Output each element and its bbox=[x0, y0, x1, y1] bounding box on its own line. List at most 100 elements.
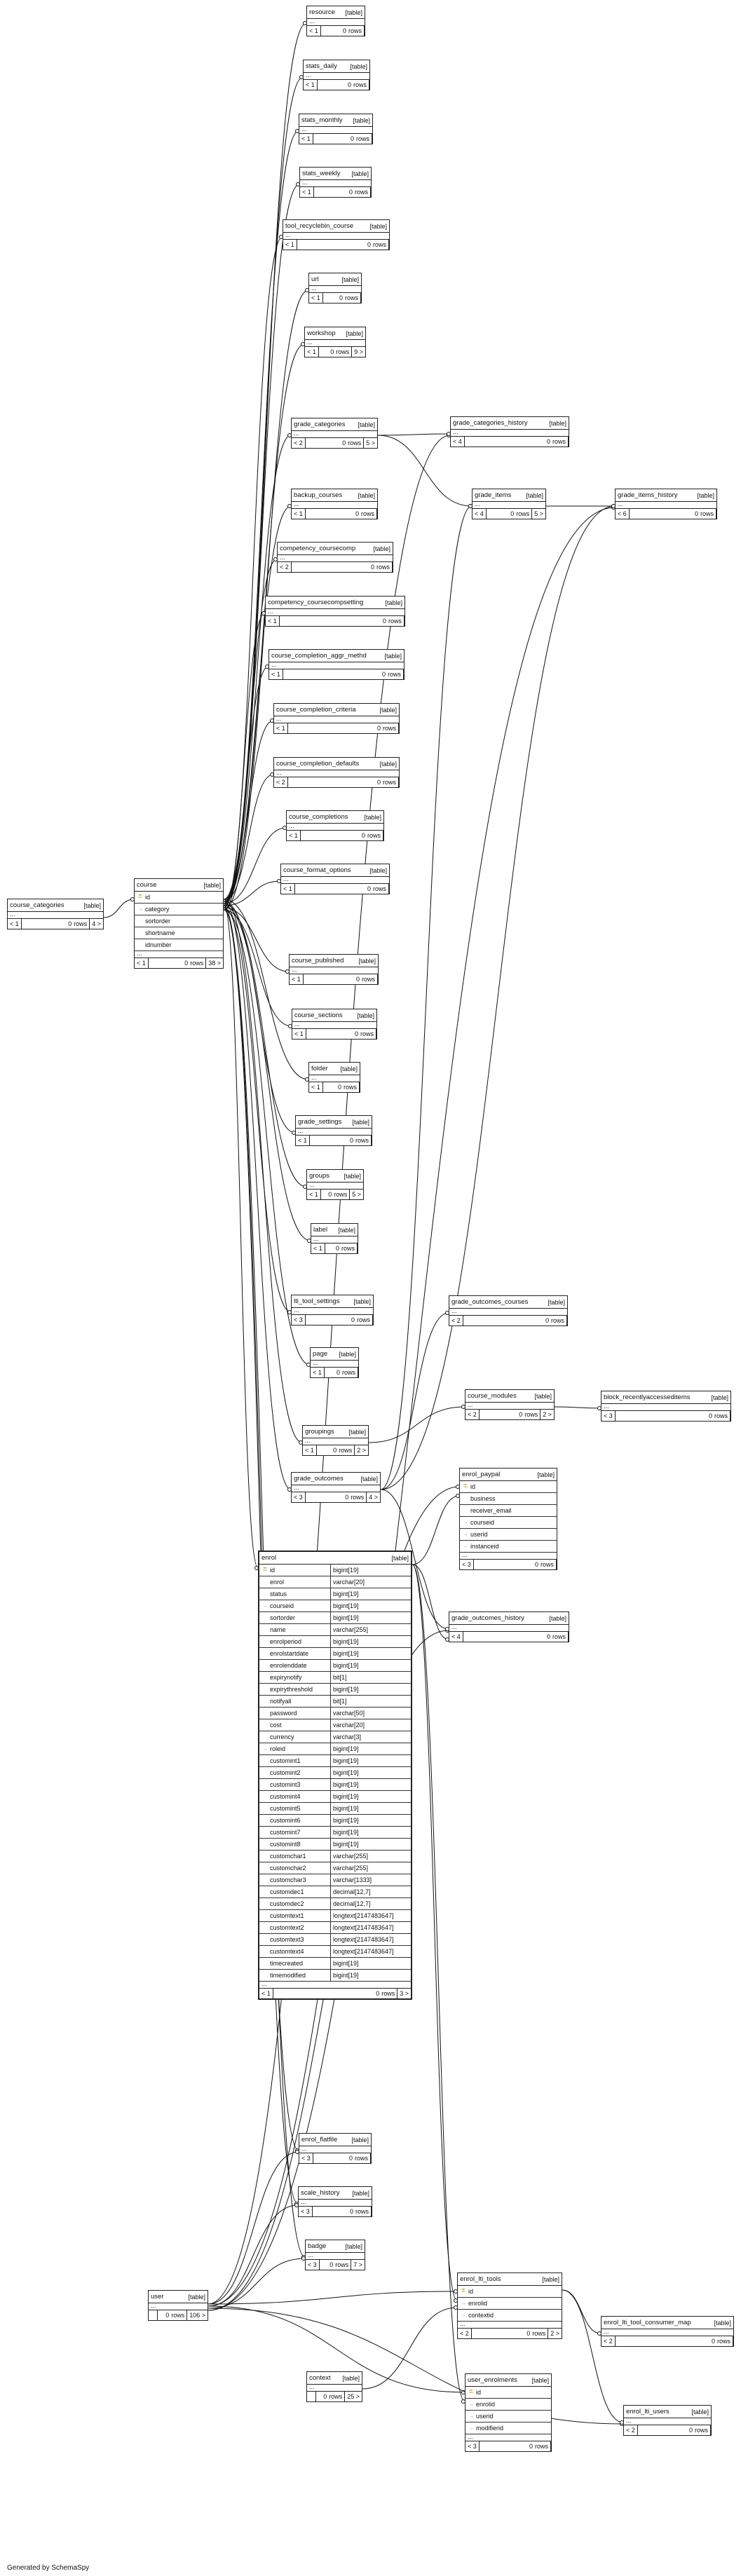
parent-count-link[interactable] bbox=[307, 2392, 316, 2401]
parent-count-link[interactable]: < 2 bbox=[458, 2329, 472, 2338]
parent-count-link[interactable]: < 1 bbox=[8, 919, 22, 929]
parent-count-link[interactable]: < 1 bbox=[299, 134, 313, 144]
parent-count-link[interactable]: < 3 bbox=[299, 2207, 313, 2216]
table-name[interactable]: course_completion_aggr_methd bbox=[271, 652, 367, 660]
table-field[interactable]: ⚿id bbox=[135, 892, 223, 904]
child-count-link[interactable]: 3 > bbox=[400, 1990, 409, 1997]
child-count-link[interactable]: 25 > bbox=[347, 2393, 360, 2400]
table-name[interactable]: course_completion_criteria bbox=[276, 706, 356, 714]
table-name[interactable]: course_format_options bbox=[283, 866, 351, 874]
parent-count-link[interactable]: < 2 bbox=[624, 2425, 638, 2435]
parent-count-link[interactable]: < 1 bbox=[300, 187, 314, 197]
table-field[interactable]: →modifierid bbox=[465, 2422, 551, 2434]
table-name[interactable]: enrol_lti_tool_consumer_map bbox=[604, 2319, 691, 2326]
parent-count-link[interactable]: < 1 bbox=[274, 723, 288, 733]
table-field[interactable]: →courseid bbox=[460, 1517, 557, 1529]
table-name[interactable]: stats_daily bbox=[306, 62, 337, 70]
table-field[interactable]: →category bbox=[135, 904, 223, 915]
parent-count-link[interactable]: < 1 bbox=[281, 884, 295, 894]
parent-count-link[interactable]: < 1 bbox=[296, 1136, 310, 1145]
table-name[interactable]: course bbox=[137, 881, 157, 889]
table-field[interactable]: ⚿id bbox=[460, 1481, 557, 1493]
table-name[interactable]: page bbox=[313, 1350, 328, 1358]
parent-count-link[interactable]: < 3 bbox=[465, 2441, 480, 2451]
table-name[interactable]: url bbox=[311, 275, 319, 283]
table-name[interactable]: grade_settings bbox=[298, 1118, 342, 1126]
parent-count-link[interactable] bbox=[149, 2310, 158, 2320]
child-count-link[interactable]: 5 > bbox=[366, 439, 375, 447]
table-name[interactable]: grade_items bbox=[475, 491, 512, 499]
table-field[interactable]: ⚿id bbox=[465, 2387, 551, 2399]
table-course-completion-aggr-methd[interactable]: course_completion_aggr_methd[table]...< … bbox=[268, 649, 405, 680]
table-user-enrolments[interactable]: user_enrolments[table]⚿id→enrolid→userid… bbox=[465, 2373, 552, 2452]
table-competency-coursecompsetting[interactable]: competency_coursecompsetting[table]...< … bbox=[265, 596, 405, 627]
table-name[interactable]: enrol_flatfile bbox=[301, 2136, 338, 2144]
child-count-link[interactable]: 2 > bbox=[357, 1447, 366, 1454]
parent-count-link[interactable]: < 1 bbox=[259, 1989, 273, 1998]
table-name[interactable]: course_completions bbox=[289, 813, 348, 821]
table-name[interactable]: course_published bbox=[292, 957, 344, 965]
parent-count-link[interactable]: < 4 bbox=[451, 437, 465, 447]
parent-count-link[interactable]: < 1 bbox=[283, 240, 297, 250]
child-count-link[interactable]: 2 > bbox=[550, 2330, 559, 2337]
child-count-link[interactable]: 5 > bbox=[534, 510, 543, 517]
table-field[interactable]: business bbox=[460, 1493, 557, 1505]
table-name[interactable]: lti_tool_settings bbox=[294, 1297, 340, 1305]
table-name[interactable]: grade_categories bbox=[294, 421, 346, 428]
parent-count-link[interactable]: < 2 bbox=[292, 438, 306, 448]
parent-count-link[interactable]: < 1 bbox=[269, 669, 283, 679]
parent-count-link[interactable]: < 2 bbox=[449, 1316, 463, 1326]
parent-count-link[interactable]: < 3 bbox=[292, 1492, 306, 1502]
child-count-link[interactable]: 38 > bbox=[208, 960, 221, 967]
table-name[interactable]: label bbox=[313, 1226, 328, 1234]
table-field[interactable]: sortorder bbox=[135, 915, 223, 927]
child-count-link[interactable]: 2 > bbox=[543, 1411, 552, 1418]
table-name[interactable]: enrol_lti_tools bbox=[460, 2275, 501, 2283]
table-field[interactable]: →enrolid bbox=[458, 2298, 562, 2310]
table-field[interactable]: →instanceid bbox=[460, 1541, 557, 1553]
parent-count-link[interactable]: < 2 bbox=[465, 1410, 480, 1419]
table-field[interactable]: →userid bbox=[460, 1529, 557, 1541]
table-name[interactable]: course_sections bbox=[294, 1011, 343, 1019]
parent-count-link[interactable]: < 1 bbox=[311, 1243, 325, 1253]
